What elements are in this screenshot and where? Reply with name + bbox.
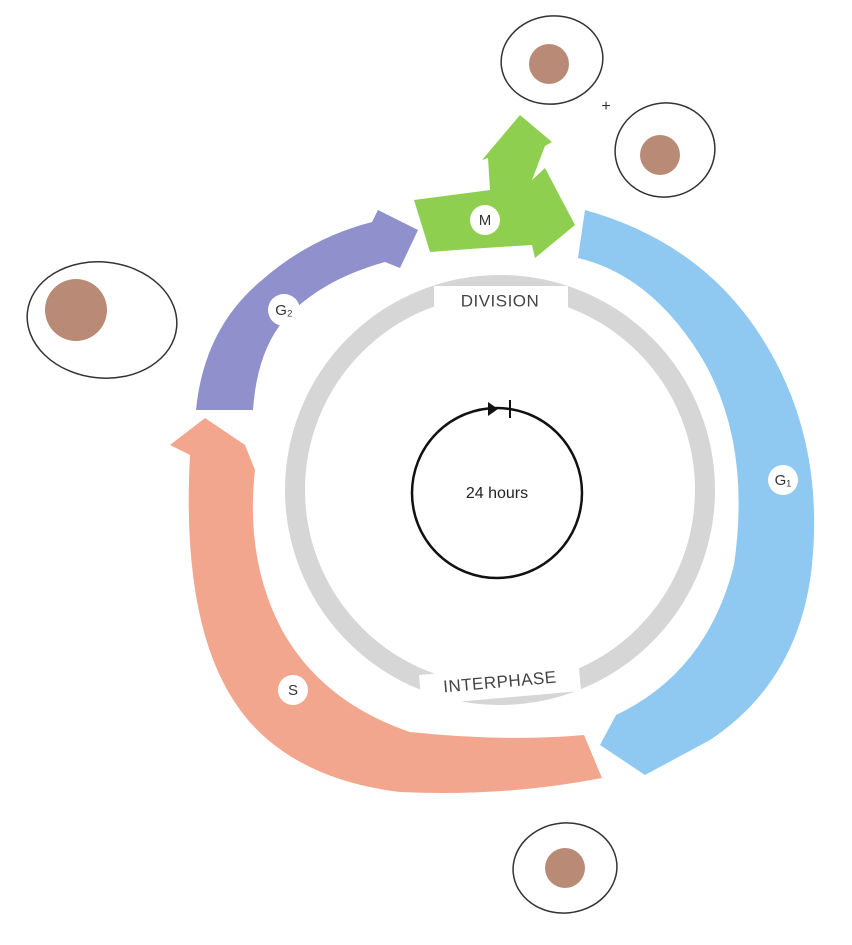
plus-sign: + bbox=[601, 98, 610, 115]
cell-right-top bbox=[614, 102, 716, 198]
division-label: DIVISION bbox=[461, 291, 540, 310]
m-label: M bbox=[479, 212, 492, 229]
cell-top bbox=[500, 15, 604, 105]
clock: 24 hours bbox=[410, 400, 584, 580]
m-arrow bbox=[414, 115, 575, 258]
g1-badge: G₁ bbox=[768, 465, 798, 495]
m-badge: M bbox=[470, 205, 500, 235]
cell-left bbox=[26, 261, 178, 379]
clock-arrowhead bbox=[488, 402, 498, 416]
g2-badge: G₂ bbox=[268, 294, 300, 326]
g1-label: G₁ bbox=[775, 472, 792, 489]
clock-circle bbox=[410, 406, 584, 580]
cell-nucleus bbox=[45, 279, 107, 341]
g2-arrow bbox=[196, 210, 418, 410]
center-label: 24 hours bbox=[466, 485, 528, 502]
g2-label: G₂ bbox=[275, 302, 293, 319]
s-badge-circle bbox=[278, 675, 308, 705]
cell-nucleus bbox=[545, 848, 585, 888]
interphase-label-gap bbox=[418, 661, 582, 705]
s-label: S bbox=[288, 682, 298, 699]
cell-nucleus bbox=[529, 44, 569, 84]
s-arrow bbox=[170, 418, 602, 794]
g1-arrow bbox=[578, 210, 815, 775]
inner-ring: DIVISION INTERPHASE bbox=[285, 275, 715, 705]
cell-nucleus bbox=[640, 135, 680, 175]
g1-badge-circle bbox=[768, 465, 798, 495]
m-badge-circle bbox=[470, 205, 500, 235]
s-badge: S bbox=[278, 675, 308, 705]
cell-bottom bbox=[512, 822, 618, 914]
division-label-gap bbox=[434, 286, 568, 314]
g2-badge-circle bbox=[268, 294, 300, 326]
